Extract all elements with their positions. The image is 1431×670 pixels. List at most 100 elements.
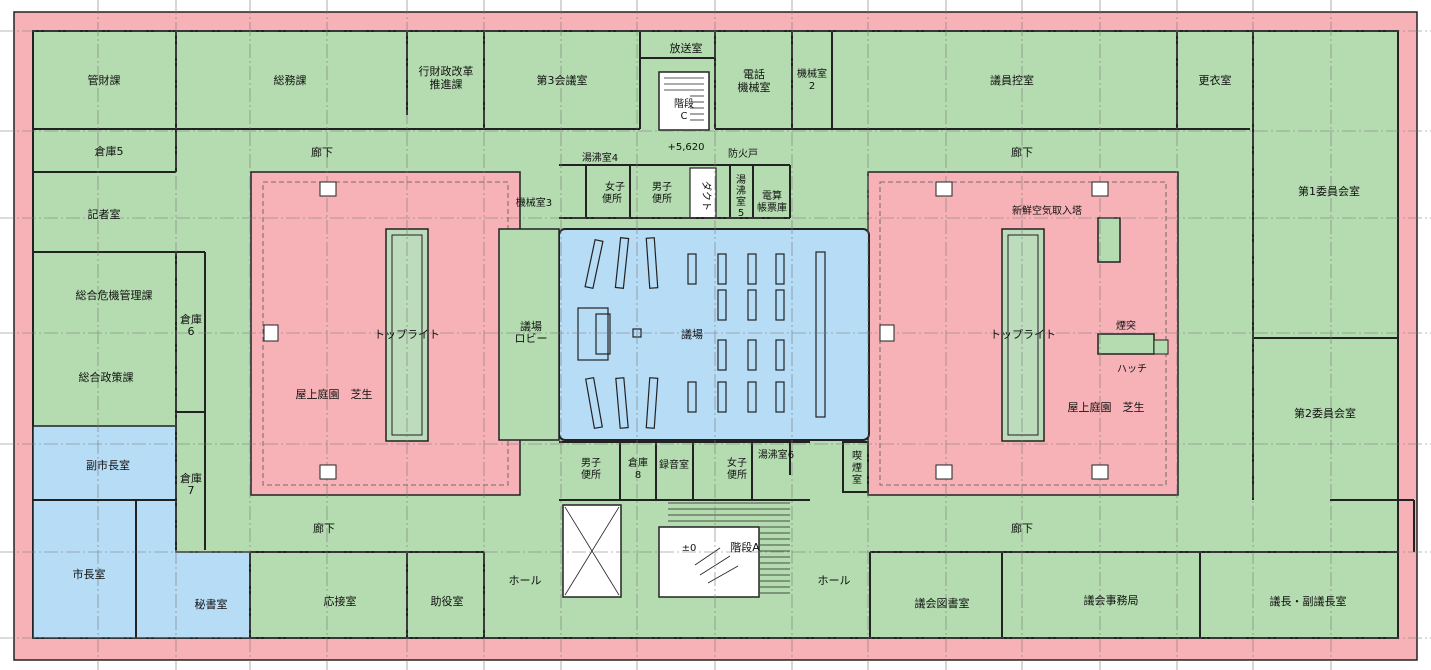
seat <box>747 253 757 285</box>
room-gicho[interactable]: 議長・副議長室 <box>1270 594 1347 608</box>
seat <box>717 339 727 371</box>
room-gyozaisei-line2[interactable]: 推進課 <box>430 77 463 91</box>
wc-men-bottom-line1[interactable]: 男子 <box>581 457 601 469</box>
room-kiki[interactable]: 総合危機管理課 <box>76 288 153 302</box>
room-somu[interactable]: 総務課 <box>274 73 307 87</box>
chimney[interactable] <box>1097 333 1155 355</box>
room-iin1[interactable]: 第1委員会室 <box>1298 184 1360 198</box>
stair-a[interactable] <box>658 526 760 598</box>
room-yuwakashi5-1[interactable]: 湯 <box>736 173 746 186</box>
room-gikai-jimu[interactable]: 議会事務局 <box>1084 593 1139 607</box>
room-denwa-line2[interactable]: 機械室 <box>738 80 771 94</box>
wc-women-bottom-line2[interactable]: 便所 <box>727 468 747 481</box>
lobby-label-line1: 議場 <box>520 319 542 333</box>
room-hisho[interactable]: 秘書室 <box>195 597 228 611</box>
room-kitsuen-1[interactable]: 喫 <box>852 450 862 462</box>
room-iin2[interactable]: 第2委員会室 <box>1294 406 1356 420</box>
room-yuwakashi5-4[interactable]: 5 <box>738 208 744 219</box>
seat <box>717 381 727 413</box>
assembly-seats <box>577 237 826 430</box>
long-desk <box>815 251 826 418</box>
room-kitsuen-2[interactable]: 煙 <box>852 462 862 474</box>
fire-door-label: 防火戸 <box>728 147 758 160</box>
seat <box>717 289 727 321</box>
level-top-label: +5,620 <box>667 142 704 153</box>
seat <box>614 237 630 289</box>
room-fukushicho[interactable]: 副市長室 <box>86 458 130 472</box>
seat <box>747 381 757 413</box>
room-kitsuen-3[interactable]: 室 <box>852 473 862 486</box>
seat <box>645 237 659 289</box>
speaker-podium <box>577 307 609 361</box>
room-giin-hikae[interactable]: 議員控室 <box>990 73 1034 87</box>
wc-women-top-line2[interactable]: 便所 <box>602 192 622 205</box>
room-soko7-line1[interactable]: 倉庫 <box>180 471 202 485</box>
corridor-bottom-right: 廊下 <box>1011 521 1033 535</box>
room-shicho[interactable]: 市長室 <box>73 567 106 581</box>
room-kikai2-line1[interactable]: 機械室 <box>797 67 827 80</box>
room-yuwakashi6[interactable]: 湯沸室6 <box>758 448 794 461</box>
room-soko8-line2[interactable]: 8 <box>635 470 641 481</box>
room-hoso[interactable]: 放送室 <box>670 41 703 55</box>
void-cross-2 <box>564 506 620 596</box>
lobby-label-line2: ロビー <box>515 332 548 345</box>
room-osetsu[interactable]: 応接室 <box>324 594 357 608</box>
room-gikai-tosho[interactable]: 議会図書室 <box>915 596 970 610</box>
assembly-hall-label: 議場 <box>681 327 703 341</box>
speaker-podium-inner <box>595 313 611 355</box>
room-kisha[interactable]: 記者室 <box>88 207 121 221</box>
hatch-box[interactable] <box>1153 339 1169 355</box>
room-soko6-line1[interactable]: 倉庫 <box>180 312 202 326</box>
room-gyozaisei-line1[interactable]: 行財政改革 <box>419 64 474 78</box>
wc-women-top-line1[interactable]: 女子 <box>605 180 625 193</box>
seat <box>747 289 757 321</box>
room-soko5[interactable]: 倉庫5 <box>95 144 124 158</box>
toplight-right-label: トップライト <box>990 328 1056 341</box>
room-rokuon[interactable]: 録音室 <box>659 458 689 471</box>
room-seisaku[interactable]: 総合政策課 <box>79 370 134 384</box>
seat <box>775 289 785 321</box>
corridor-top-right: 廊下 <box>1011 145 1033 159</box>
stair-a-treads <box>668 502 790 594</box>
wc-men-top-line2[interactable]: 便所 <box>652 192 672 205</box>
room-soko7-line2[interactable]: 7 <box>188 484 195 497</box>
corridor-bottom-left: 廊下 <box>313 521 335 535</box>
wc-men-top-line1[interactable]: 男子 <box>652 181 672 193</box>
room-densan-line1[interactable]: 電算 <box>762 189 782 202</box>
seat <box>615 377 629 429</box>
room-densan-line2[interactable]: 帳票庫 <box>757 201 787 214</box>
room-kanzai[interactable]: 管財課 <box>88 73 121 87</box>
stair-a-label: 階段A <box>730 540 760 554</box>
seat <box>585 376 603 430</box>
stair-c-label-2: C <box>681 111 688 122</box>
hall-right[interactable]: ホール <box>818 574 851 587</box>
seat <box>687 381 697 413</box>
room-soko6-line2[interactable]: 6 <box>188 325 195 338</box>
room-yuwakashi5-2[interactable]: 沸 <box>736 184 746 197</box>
room-kaigi3[interactable]: 第3会議室 <box>537 73 588 87</box>
wc-women-bottom-line1[interactable]: 女子 <box>727 456 747 469</box>
wc-men-bottom-line2[interactable]: 便所 <box>581 468 601 481</box>
seat <box>775 339 785 371</box>
level-zero-label: ±0 <box>682 543 697 554</box>
room-denwa-line1[interactable]: 電話 <box>743 67 765 81</box>
fresh-air-tower[interactable] <box>1097 217 1121 263</box>
room-labels: 管財課 総務課 行財政改革 推進課 第3会議室 放送室 階段 C 電話 機械室 … <box>73 41 1361 611</box>
room-yuwakashi5-3[interactable]: 室 <box>736 195 746 208</box>
room-kikai3[interactable]: 機械室3 <box>516 196 552 209</box>
garden-left-label: 屋上庭園 芝生 <box>296 387 373 401</box>
room-soko8-line1[interactable]: 倉庫 <box>628 456 648 469</box>
room-joyaku[interactable]: 助役室 <box>431 594 464 608</box>
assembly-hall-area[interactable] <box>558 228 870 441</box>
seat <box>775 253 785 285</box>
corridor-top-left: 廊下 <box>311 145 333 159</box>
stair-c-treads <box>664 77 704 121</box>
skylight-right[interactable] <box>1001 228 1045 442</box>
room-koui[interactable]: 更衣室 <box>1199 73 1232 87</box>
room-yuwakashi4[interactable]: 湯沸室4 <box>582 151 618 164</box>
hall-left[interactable]: ホール <box>509 574 542 587</box>
room-kikai2-line2[interactable]: 2 <box>809 81 815 92</box>
fresh-air-tower-label: 新鮮空気取入塔 <box>1012 204 1082 217</box>
